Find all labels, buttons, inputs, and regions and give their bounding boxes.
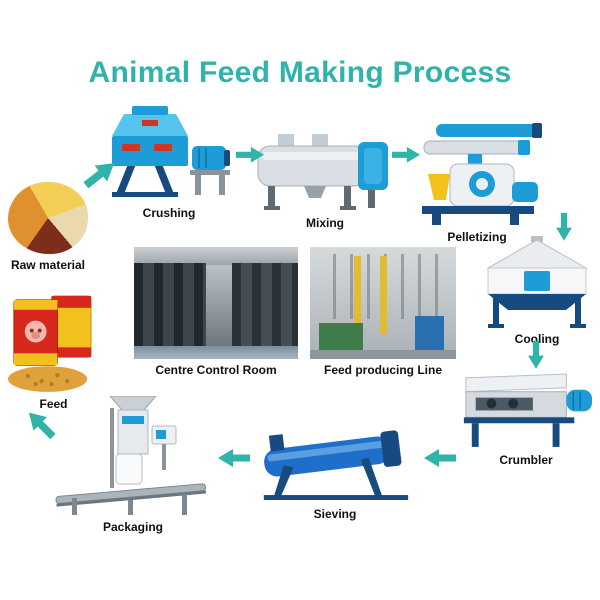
- stage-crumbler: Crumbler: [456, 372, 596, 467]
- feed-bags-illustration: [7, 295, 92, 392]
- control-room-floor: [134, 346, 298, 359]
- control-room-block: Centre Control Room: [134, 247, 298, 377]
- arrow-crumbler-to-sieving: [424, 448, 456, 468]
- stage-label-pelletizing: Pelletizing: [447, 230, 507, 244]
- control-cabinets-left: [134, 263, 207, 349]
- stage-sieving: Sieving: [250, 416, 420, 521]
- stage-label-sieving: Sieving: [313, 506, 357, 521]
- stage-mixing: Mixing: [256, 120, 394, 230]
- arrow-pelletizing-to-cooling: [555, 212, 573, 241]
- diagram-title: Animal Feed Making Process: [88, 56, 512, 89]
- label-control-room: Centre Control Room: [155, 363, 277, 377]
- stage-label-feed: Feed: [39, 396, 68, 411]
- stage-label-raw-material: Raw material: [10, 258, 86, 272]
- arrow-sieving-to-packaging: [218, 448, 250, 468]
- control-cabinets-right: [232, 263, 298, 349]
- stage-label-crumbler: Crumbler: [499, 452, 553, 467]
- arrow-packaging-to-feed: [21, 405, 60, 444]
- arrow-mixing-to-pelletizing: [392, 146, 420, 164]
- control-room-hallway: [206, 265, 233, 347]
- producing-line-photo: [310, 247, 456, 359]
- stage-cooling: Cooling: [480, 236, 594, 346]
- stage-label-crushing: Crushing: [142, 206, 196, 220]
- rotary-sieve-illustration: [263, 430, 409, 501]
- producing-line-block: Feed producing Line: [310, 247, 456, 377]
- grain-pile-illustration: [8, 182, 88, 254]
- stage-pelletizing: Pelletizing: [406, 122, 548, 244]
- crumbler-illustration: [463, 373, 593, 447]
- stage-feed: Feed: [6, 290, 101, 411]
- pellet-mill-illustration: [422, 123, 542, 225]
- bagging-machine-illustration: [55, 396, 207, 515]
- control-room-photo: [134, 247, 298, 359]
- factory-pipes: [353, 255, 407, 335]
- stage-raw-material: Raw material: [6, 182, 90, 272]
- stage-packaging: Packaging: [52, 396, 214, 534]
- factory-floor: [310, 350, 456, 359]
- stage-label-cooling: Cooling: [514, 332, 560, 346]
- arrow-raw-material-to-crushing: [79, 154, 121, 194]
- factory-blue-bin: [415, 316, 445, 351]
- stage-label-mixing: Mixing: [306, 216, 344, 230]
- factory-green-machine: [318, 323, 363, 353]
- label-producing-line: Feed producing Line: [323, 363, 442, 377]
- stage-label-packaging: Packaging: [102, 520, 164, 534]
- mixer-illustration: [257, 134, 388, 210]
- hammer-mill-illustration: [112, 106, 230, 197]
- arrow-cooling-to-crumbler: [527, 340, 545, 369]
- arrow-crushing-to-mixing: [236, 146, 264, 164]
- cooler-illustration: [486, 236, 588, 328]
- stage-crushing: Crushing: [98, 106, 240, 220]
